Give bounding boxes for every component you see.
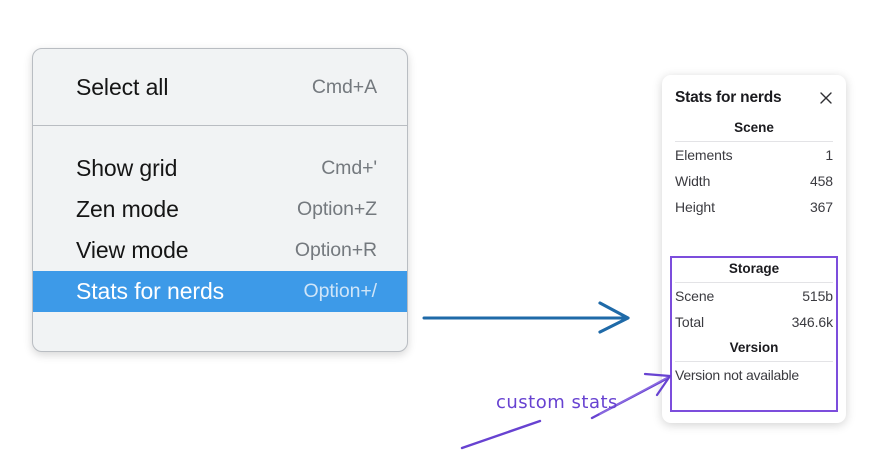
stat-key: Width [675,172,711,189]
context-menu-group-1: Select all Cmd+A [33,49,407,125]
menu-item-label: Show grid [76,155,178,181]
menu-item-shortcut: Option+R [294,239,377,261]
stat-value: 458 [809,172,833,189]
purple-arrow-icon [590,372,672,420]
stats-panel-title: Stats for nerds [675,89,782,106]
menu-item-zen-mode[interactable]: Zen mode Option+Z [33,189,407,230]
menu-item-stats-for-nerds[interactable]: Stats for nerds Option+/ [33,271,407,312]
stat-value: 367 [809,198,833,215]
stat-value: 346.6k [791,313,834,330]
menu-item-shortcut: Option+/ [303,280,378,302]
section-divider [675,360,833,362]
section-divider [675,282,833,283]
stat-key: Height [675,198,715,215]
blue-arrow-icon [422,301,630,334]
menu-item-shortcut: Cmd+' [321,157,377,179]
menu-item-view-mode[interactable]: View mode Option+R [33,230,407,271]
stat-value: 515b [802,288,833,304]
section-divider [675,141,833,142]
stat-key: Scene [675,288,715,304]
stats-for-nerds-panel: Stats for nerds Scene Elements 1 Width 4… [662,75,846,423]
stats-panel-header: Stats for nerds [662,75,846,115]
menu-separator [33,125,407,126]
stat-row-width: Width 458 [675,168,833,194]
stat-row-scene: Scene 515b [675,283,833,309]
custom-stats-section: Storage Scene 515b Total 346.6k Version … [670,256,838,412]
menu-item-select-all[interactable]: Select all Cmd+A [33,67,407,108]
menu-item-show-grid[interactable]: Show grid Cmd+' [33,148,407,189]
menu-item-shortcut: Cmd+A [311,76,377,98]
menu-item-label: View mode [76,237,189,263]
menu-item-shortcut: Option+Z [297,198,377,220]
menu-item-label: Select all [76,74,169,100]
purple-underline-stroke [460,419,542,450]
version-not-available-text: Version not available [675,366,799,383]
stat-row-elements: Elements 1 [675,142,833,168]
stat-value: 1 [825,147,833,163]
section-heading-version: Version [729,339,779,355]
context-menu-group-2: Show grid Cmd+' Zen mode Option+Z View m… [33,126,407,334]
context-menu[interactable]: Select all Cmd+A Show grid Cmd+' Zen mod… [32,48,408,352]
stat-row-height: Height 367 [675,194,833,220]
menu-item-label: Stats for nerds [76,278,225,304]
stat-row-total: Total 346.6k [675,309,833,335]
stat-key: Total [675,313,705,330]
menu-bottom-padding [33,312,407,334]
close-icon[interactable] [818,90,834,106]
annotation-note-custom-stats: custom stats [496,392,618,413]
stat-key: Elements [675,147,733,163]
section-heading-scene: Scene [734,120,774,135]
menu-item-label: Zen mode [76,196,179,222]
stats-panel-body: Scene Elements 1 Width 458 Height 367 [662,115,846,220]
section-heading-storage: Storage [728,261,780,276]
